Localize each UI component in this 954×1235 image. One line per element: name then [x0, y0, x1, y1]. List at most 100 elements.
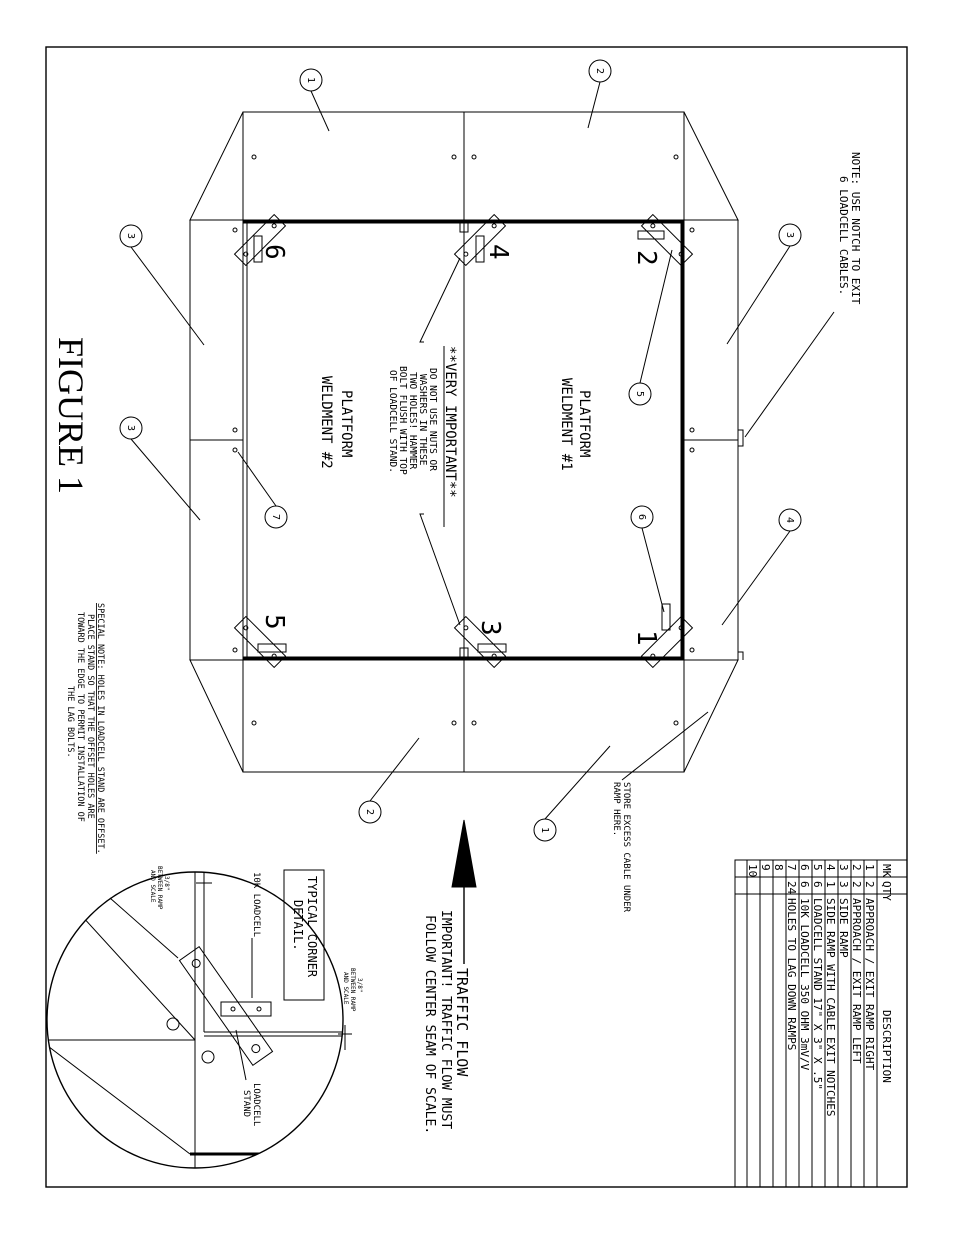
- store-cable-line-2: RAMP HERE.: [611, 782, 621, 836]
- table-cell-qty: 24: [785, 881, 798, 895]
- svg-text:2: 2: [364, 809, 375, 815]
- store-cable-line-1: STORE EXCESS CABLE UNDER: [621, 782, 631, 913]
- table-header-description: DESCRIPTION: [880, 1010, 893, 1083]
- table-cell-desc: APPROACH / EXIT RAMP RIGHT: [863, 898, 876, 1071]
- table-cell-mk: 5: [811, 864, 824, 871]
- special-note-line-1: SPECIAL NOTE: HOLES IN LOADCELL STAND AR…: [95, 603, 105, 854]
- svg-text:1: 1: [305, 77, 316, 83]
- table-cell-desc: SIDE RAMP: [837, 898, 850, 958]
- notch-note: NOTE: USE NOTCH TO EXIT 6 LOADCELL CABLE…: [744, 152, 862, 438]
- table-cell-mk: 2: [850, 864, 863, 871]
- detail-stand-line-1: LOADCELL: [251, 1083, 261, 1126]
- callout-4-right: 4: [721, 508, 802, 626]
- washer-note-line-4: BOLT FLUSH WITH TOP: [397, 366, 408, 475]
- platform-2-weldment: WELDMENT #2: [318, 376, 334, 469]
- very-important-note: **VERY IMPORTANT** DO NOT USE NUTS OR WA…: [387, 257, 461, 626]
- special-note-line-3: TOWARD THE EDGE TO PERMIT INSTALLATION O…: [75, 612, 85, 822]
- loadcell-number-3: 3: [475, 620, 505, 636]
- table-cell-desc: SIDE RAMP WITH CABLE EXIT NOTCHES: [824, 898, 837, 1117]
- gap-b-line-2: BETWEEN RAMP: [349, 968, 356, 1012]
- table-header-qty: QTY: [880, 881, 893, 901]
- callout-3-left-b: 3: [119, 416, 201, 521]
- gap-b-line-3: AND SCALE: [342, 972, 349, 1005]
- notch-note-line-1: NOTE: USE NOTCH TO EXIT: [849, 152, 862, 305]
- store-cable-note: STORE EXCESS CABLE UNDER RAMP HERE.: [611, 711, 709, 913]
- washer-note-line-2: WASHERS IN THESE: [417, 374, 428, 466]
- table-cell-mk: 3: [837, 864, 850, 871]
- washer-note-line-3: TWO HOLES! HAMMER: [407, 372, 418, 470]
- table-cell-mk: 1: [863, 864, 876, 871]
- callout-3-right: 3: [726, 223, 802, 345]
- platform-1-weldment: WELDMENT #1: [558, 378, 574, 471]
- washer-note-line-1: DO NOT USE NUTS OR: [427, 368, 438, 471]
- loadcell-number-4: 4: [483, 244, 513, 260]
- gap-a-line-3: AND SCALE: [149, 870, 156, 903]
- detail-stand-line-2: STAND: [241, 1090, 251, 1117]
- corner-detail: TYPICAL CORNER DETAIL. 10K LOADCELL LOAD…: [46, 866, 363, 1169]
- table-cell-qty: 2: [850, 881, 863, 888]
- traffic-flow: TRAFFIC FLOW IMPORTANT! TRAFFIC FLOW MUS…: [422, 819, 477, 1134]
- table-cell-mk: 4: [824, 864, 837, 871]
- gap-a-line-1: 3/8": [163, 876, 170, 890]
- ramps: [189, 111, 744, 773]
- detail-loadcell-label: 10K LOADCELL: [251, 872, 261, 937]
- table-cell-qty: 2: [863, 881, 876, 888]
- table-cell-qty: 6: [798, 881, 811, 888]
- callout-1-top: 1: [299, 68, 330, 132]
- loadcell-number-1: 1: [631, 630, 661, 646]
- table-cell-mk: 8: [772, 864, 785, 871]
- table-cell-qty: 1: [824, 881, 837, 888]
- svg-text:3: 3: [125, 233, 136, 239]
- table-header-mk: MK: [880, 864, 893, 878]
- notch-note-line-2: 6 LOADCELL CABLES.: [837, 176, 850, 295]
- traffic-important-line-2: FOLLOW CENTER SEAM OF SCALE.: [422, 915, 437, 1134]
- svg-text:3: 3: [784, 232, 795, 238]
- gap-b-line-1: 3/8": [356, 978, 363, 992]
- callout-6: 6: [630, 505, 665, 613]
- loadcell-numbers: 1 2 3 4 5 6: [259, 244, 661, 646]
- svg-text:6: 6: [636, 514, 647, 520]
- loadcell-number-6: 6: [259, 244, 289, 260]
- special-note: SPECIAL NOTE: HOLES IN LOADCELL STAND AR…: [65, 603, 105, 854]
- platform-2-label: PLATFORM: [338, 390, 354, 457]
- gap-a-line-2: BETWEEN RAMP: [156, 866, 163, 910]
- callout-3-left-a: 3: [119, 224, 205, 346]
- callout-1-bottom: 1: [533, 745, 611, 842]
- loadcell-stands: [233, 213, 694, 669]
- table-cell-desc: APPROACH / EXIT RAMP LEFT: [850, 898, 863, 1064]
- svg-text:4: 4: [784, 517, 795, 523]
- washer-note-line-5: OF LOADCELL STAND.: [387, 370, 398, 473]
- special-note-line-2: PLACE STAND SO THAT THE OFFSET HOLES ARE: [85, 614, 95, 819]
- very-important-heading: **VERY IMPORTANT**: [442, 346, 458, 498]
- svg-text:2: 2: [594, 68, 605, 74]
- traffic-important-line-1: IMPORTANT! TRAFFIC FLOW MUST: [438, 910, 453, 1129]
- callout-5: 5: [628, 249, 673, 406]
- loadcell-number-2: 2: [631, 250, 661, 266]
- loadcell-number-5: 5: [259, 614, 289, 630]
- callout-2-bottom: 2: [358, 737, 420, 824]
- table-cell-mk: 6: [798, 864, 811, 871]
- svg-text:7: 7: [270, 514, 281, 520]
- table-cell-qty: 6: [811, 881, 824, 888]
- traffic-arrow-head: [451, 819, 477, 888]
- svg-text:5: 5: [634, 391, 645, 397]
- traffic-flow-label: TRAFFIC FLOW: [453, 968, 471, 1077]
- svg-text:1: 1: [539, 827, 550, 833]
- table-cell-mk: 9: [759, 864, 772, 871]
- platform-1-label: PLATFORM: [576, 390, 592, 457]
- table-cell-mk: 7: [785, 864, 798, 871]
- callout-7: 7: [237, 451, 288, 529]
- sheet-border: [45, 46, 908, 1188]
- table-cell-desc: LOADCELL STAND 17" X 3" X .5": [811, 898, 824, 1090]
- platform-labels: PLATFORM WELDMENT #1 PLATFORM WELDMENT #…: [318, 376, 592, 471]
- platform-weldments: [242, 219, 685, 661]
- table-cell-mk: 10: [746, 864, 759, 877]
- detail-title-line-2: DETAIL.: [291, 900, 305, 951]
- detail-title-line-1: TYPICAL CORNER: [305, 876, 319, 978]
- svg-text:3: 3: [125, 425, 136, 431]
- table-cell-desc: HOLES TO LAG DOWN RAMPS: [785, 898, 798, 1050]
- callout-2-top: 2: [587, 59, 612, 129]
